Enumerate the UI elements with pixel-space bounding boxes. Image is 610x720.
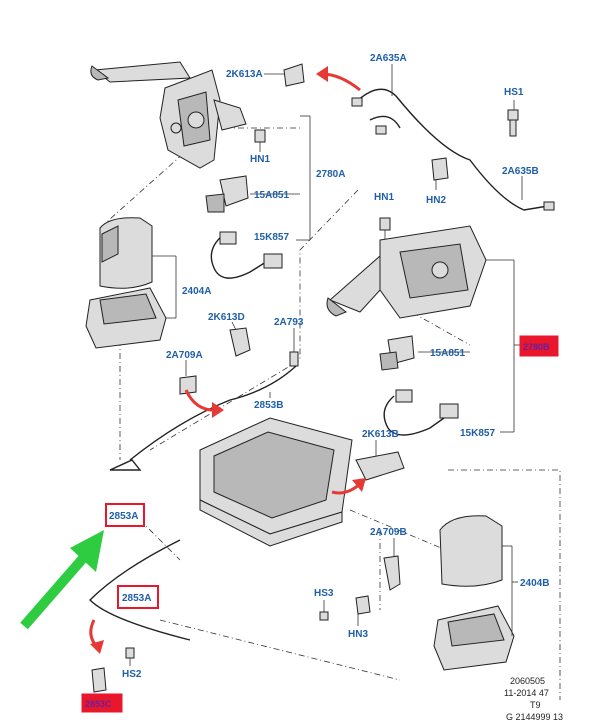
label-2k613b: 2K613B <box>362 429 399 440</box>
label-2a709a: 2A709A <box>166 350 203 361</box>
red-tag-bottom <box>81 693 123 713</box>
label-2853a-lower: 2853A <box>122 593 151 604</box>
handbrake-lever <box>90 61 247 169</box>
cable-2a635a <box>351 88 555 211</box>
red-arrow-head-mid <box>212 402 224 418</box>
red-arrow-head-bottom <box>90 640 104 654</box>
clip-hn2 <box>431 157 449 181</box>
label-hn2: HN2 <box>426 195 446 206</box>
nut-hn3 <box>355 595 371 615</box>
switch-15a851-right <box>379 335 415 371</box>
label-hn3: HN3 <box>348 629 368 640</box>
label-2853b: 2853B <box>254 400 283 411</box>
footer-code: 2060505 11-2014 47 T9 G 2144999 13 <box>504 676 563 720</box>
harness-15k857-right <box>383 389 459 436</box>
clip-2a793 <box>289 351 299 367</box>
bracket-2k613d <box>229 327 251 357</box>
highlight-box-2853a-upper <box>105 503 145 527</box>
label-2a793: 2A793 <box>274 317 304 328</box>
label-15k857-top: 15K857 <box>254 232 289 243</box>
label-hn1-mid: HN1 <box>374 192 394 203</box>
switch-15a851-top <box>205 175 249 213</box>
green-arrow <box>20 530 104 630</box>
label-2a709b: 2A709B <box>370 527 407 538</box>
label-2404b: 2404B <box>520 578 549 589</box>
red-arrows <box>89 66 366 654</box>
bolt-hs3 <box>319 611 329 621</box>
cable-end-2853b <box>109 459 142 471</box>
boot-2404a <box>85 217 167 349</box>
red-tag-right <box>519 335 559 357</box>
footer-line-4: G 2144999 13 <box>506 712 563 720</box>
label-hs1: HS1 <box>504 87 524 98</box>
red-arrow-head-top <box>316 66 328 82</box>
leader-lines <box>129 64 523 666</box>
bracket-2a709a <box>179 375 197 395</box>
handbrake-lever-right <box>326 225 487 319</box>
label-2k613d: 2K613D <box>208 312 245 323</box>
footer-line-2: 11-2014 47 <box>504 688 549 698</box>
label-2853a-upper: 2853A <box>109 511 138 522</box>
bracket-2a709b <box>383 555 401 591</box>
label-2a635b: 2A635B <box>502 166 539 177</box>
footer-line-1: 2060505 <box>510 676 545 686</box>
nut-hn1-top <box>254 129 266 152</box>
red-arrow-head-tray <box>352 478 366 492</box>
bracket-2k613b <box>355 451 405 481</box>
cable-2853b <box>129 365 297 461</box>
bracket-2k613a <box>283 63 305 87</box>
label-15k857-right: 15K857 <box>460 428 495 439</box>
footer-line-3: T9 <box>530 700 541 710</box>
bracket-bottom <box>91 667 107 693</box>
bolt-hs2 <box>125 647 135 659</box>
label-2780a: 2780A <box>316 169 345 180</box>
cable-2853a <box>89 539 191 641</box>
harness-15k857-top <box>210 231 283 279</box>
console-tray <box>199 417 353 547</box>
part-labels: 2K613A 2A635A HS1 HN1 2780A 15A851 15K85… <box>85 53 550 709</box>
label-hs2: HS2 <box>122 669 142 680</box>
label-2k613a: 2K613A <box>226 69 263 80</box>
label-2a635a: 2A635A <box>370 53 407 64</box>
label-red-tag-bottom: 2853C <box>85 699 112 709</box>
boot-2404b <box>433 515 515 671</box>
label-red-tag-right: 2780B <box>523 342 550 352</box>
label-hn1-top: HN1 <box>250 154 270 165</box>
label-2404a: 2404A <box>182 286 211 297</box>
label-15a851-top: 15A851 <box>254 190 289 201</box>
label-15a851-right: 15A851 <box>430 348 465 359</box>
label-hs3: HS3 <box>314 588 334 599</box>
bolt-hs1 <box>507 109 519 137</box>
highlight-box-2853a-lower <box>117 585 159 609</box>
